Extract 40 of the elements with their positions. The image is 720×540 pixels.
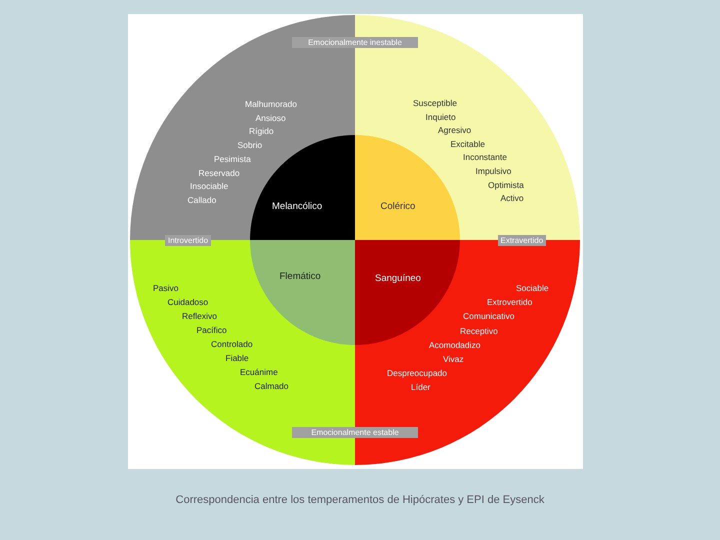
trait-label: Optimista: [488, 180, 524, 190]
trait-label: Sobrio: [238, 140, 262, 150]
trait-label: Agresivo: [438, 125, 472, 136]
trait-label: Fiable: [226, 353, 249, 363]
trait-label: Ansioso: [256, 112, 286, 123]
trait-label: Rígido: [249, 126, 274, 136]
trait-label: Pesimista: [214, 154, 251, 164]
trait-label: Inconstante: [463, 152, 507, 162]
axis-label: Emocionalmente estable: [292, 426, 418, 438]
temperament-label: Melancólico: [272, 200, 322, 212]
axis-label: Emocionalmente inestable: [292, 36, 418, 48]
axis-label: Introvertido: [165, 234, 212, 246]
trait-label: Controlado: [211, 339, 253, 349]
trait-label: Callado: [188, 194, 216, 205]
trait-label: Acomodadizo: [429, 340, 481, 350]
trait-label: Inquieto: [426, 112, 456, 122]
trait-label: Líder: [411, 382, 430, 392]
trait-label: Extrovertido: [487, 297, 532, 308]
trait-label: Reservado: [198, 168, 240, 178]
trait-label: Vivaz: [443, 354, 464, 364]
trait-label: Insociable: [190, 181, 228, 192]
trait-label: Activo: [500, 193, 524, 204]
trait-label: Excitable: [450, 138, 485, 149]
trait-label: Despreocupado: [387, 368, 448, 378]
trait-label: Sociable: [516, 283, 549, 293]
temperament-label: Sanguíneo: [375, 272, 421, 284]
trait-label: Comunicativo: [463, 311, 514, 322]
trait-label: Pasivo: [153, 283, 179, 293]
temperament-label: Colérico: [380, 200, 416, 212]
trait-label: Cuidadoso: [168, 297, 208, 307]
caption: Correspondencia entre los temperamentos de Hipócrates y EPI de Eysenck: [174, 494, 546, 506]
trait-label: Susceptible: [413, 98, 457, 108]
trait-label: Reflexivo: [182, 311, 217, 321]
trait-label: Pacífico: [196, 325, 227, 335]
trait-label: Ecuánime: [240, 367, 278, 377]
trait-label: Receptivo: [460, 326, 498, 336]
trait-label: Calmado: [254, 381, 289, 391]
trait-label: Impulsivo: [476, 166, 512, 176]
trait-label: Malhumorado: [245, 99, 297, 109]
temperament-label: Flemático: [280, 270, 321, 282]
